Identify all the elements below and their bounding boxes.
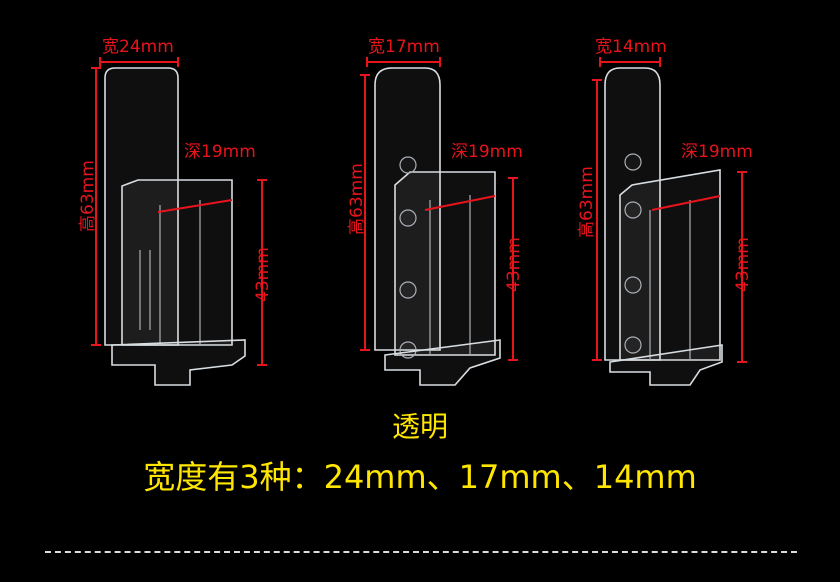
clip-24mm: 宽24mm 高63mm 深19mm 43mm	[78, 37, 273, 386]
height-label: 高63mm	[577, 166, 597, 238]
depth-label: 深19mm	[681, 142, 753, 162]
clip-14mm: 宽14mm 高63mm 深19mm 43mm	[577, 37, 753, 386]
lower-height-label: 43mm	[504, 237, 524, 292]
depth-label: 深19mm	[184, 142, 256, 162]
lower-height-label: 43mm	[253, 247, 273, 302]
height-label: 高63mm	[78, 160, 98, 232]
clip-17mm: 宽17mm 高63mm 深19mm 43mm	[347, 37, 524, 386]
width-label: 宽17mm	[368, 37, 440, 57]
dashed-divider	[45, 551, 797, 553]
material-caption: 透明	[391, 410, 448, 443]
lower-height-label: 43mm	[733, 237, 753, 292]
height-label: 高63mm	[347, 163, 367, 235]
width-label: 宽24mm	[102, 37, 174, 57]
depth-label: 深19mm	[451, 142, 523, 162]
width-label: 宽14mm	[595, 37, 667, 57]
sizes-caption: 宽度有3种：24mm、17mm、14mm	[143, 458, 697, 496]
